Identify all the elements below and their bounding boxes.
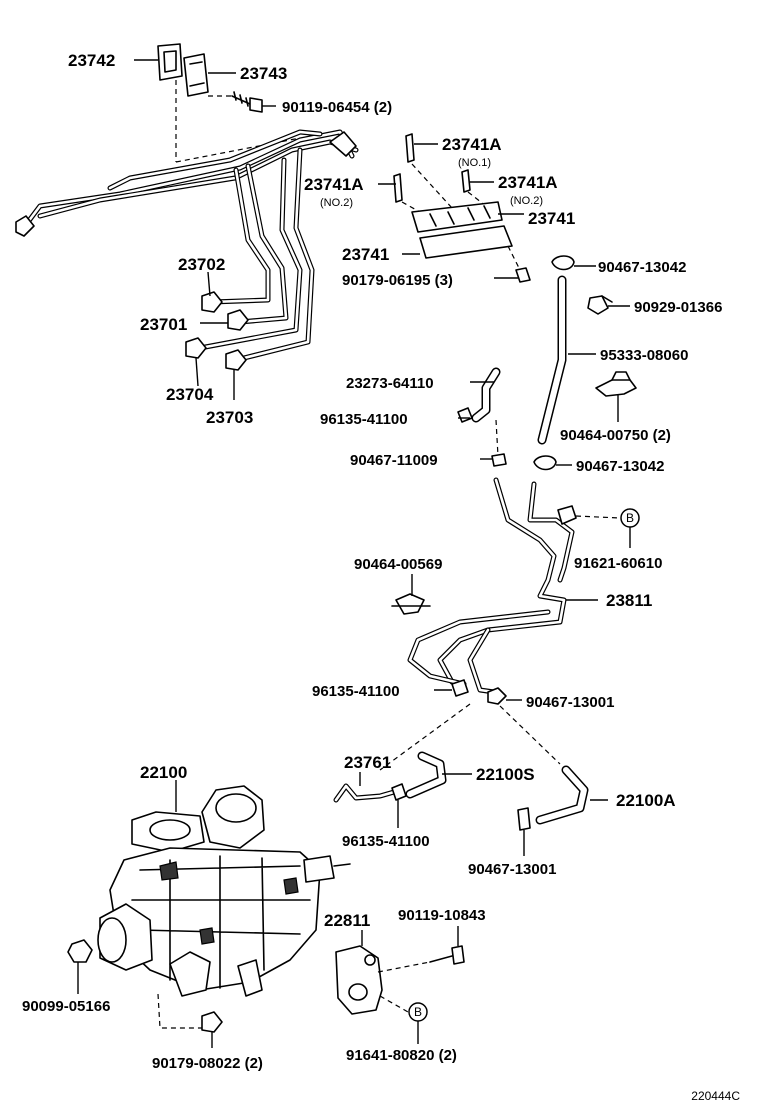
label-95333-08060: 95333-08060 bbox=[600, 347, 688, 364]
label-23741-right: 23741 bbox=[528, 209, 575, 228]
label-90467-13042-top: 90467-13042 bbox=[598, 259, 686, 276]
plug-90099-05166 bbox=[67, 939, 93, 963]
bracket-22811 bbox=[335, 945, 383, 1015]
label-90099-05166: 90099-05166 bbox=[22, 998, 110, 1015]
clip-90467-13001-a bbox=[487, 687, 507, 705]
label-23741A-left: 23741A bbox=[304, 175, 364, 194]
label-90467-13001-b: 90467-13001 bbox=[468, 861, 556, 878]
label-90119-10843: 90119-10843 bbox=[398, 907, 486, 924]
callout-b-upper: B bbox=[620, 508, 640, 528]
studs-23741A bbox=[393, 133, 471, 203]
pipe-23761 bbox=[333, 783, 397, 803]
union-nut-23703 bbox=[225, 349, 247, 371]
label-23742: 23742 bbox=[68, 51, 115, 70]
label-23741A-right: 23741A bbox=[498, 173, 558, 192]
union-nut-23702 bbox=[201, 291, 223, 313]
label-90119-06454: 90119-06454 (2) bbox=[282, 99, 392, 116]
label-96135-41100-b: 96135-41100 bbox=[312, 683, 400, 700]
label-23743: 23743 bbox=[240, 64, 287, 83]
union-nut-23704 bbox=[185, 337, 207, 359]
hose-23273-64110 bbox=[471, 367, 501, 423]
clip-90467-13042-top bbox=[551, 255, 575, 271]
diagram-code: 220444C bbox=[691, 1089, 740, 1103]
label-23701: 23701 bbox=[140, 315, 187, 334]
label-no2-right: (NO.2) bbox=[510, 195, 543, 207]
label-22100S: 22100S bbox=[476, 765, 535, 784]
label-23704: 23704 bbox=[166, 385, 214, 404]
label-23703: 23703 bbox=[206, 408, 253, 427]
callout-b-upper-text: B bbox=[626, 511, 634, 525]
label-23702: 23702 bbox=[178, 255, 225, 274]
hose-22100A bbox=[535, 765, 589, 825]
label-90467-11009: 90467-11009 bbox=[350, 452, 438, 469]
label-96135-41100-c: 96135-41100 bbox=[342, 833, 430, 850]
clip-96135-41100-a bbox=[457, 407, 473, 423]
label-22100A: 22100A bbox=[616, 791, 676, 810]
clip-96135-41100-c bbox=[391, 783, 407, 801]
injection-pump-22100 bbox=[97, 785, 351, 997]
clip-96135-41100-b bbox=[451, 679, 469, 697]
clamp-90464-00569 bbox=[391, 593, 431, 615]
label-23741A-top: 23741A bbox=[442, 135, 502, 154]
callout-b-lower: B bbox=[408, 1002, 428, 1022]
clamp-90929-01366 bbox=[587, 295, 613, 315]
bolt-90119-10843 bbox=[429, 945, 465, 965]
leakage-pipe-23741-lower bbox=[419, 225, 513, 259]
label-22811: 22811 bbox=[324, 911, 370, 930]
label-91641-80820: 91641-80820 (2) bbox=[346, 1047, 457, 1064]
label-90179-06195: 90179-06195 (3) bbox=[342, 272, 453, 289]
label-no1: (NO.1) bbox=[458, 157, 491, 169]
label-23761: 23761 bbox=[344, 753, 391, 772]
hose-95333-08060 bbox=[537, 275, 567, 445]
label-23273-64110: 23273-64110 bbox=[346, 375, 434, 392]
clip-90467-11009 bbox=[491, 453, 507, 467]
fuel-pipe-23811 bbox=[407, 477, 577, 695]
label-91621-60610: 91621-60610 bbox=[574, 555, 662, 572]
label-no2-left: (NO.2) bbox=[320, 197, 353, 209]
label-90464-00569: 90464-00569 bbox=[354, 556, 442, 573]
label-90467-13042-bottom: 90467-13042 bbox=[576, 458, 664, 475]
callout-b-lower-text: B bbox=[414, 1005, 422, 1019]
union-nut-23701 bbox=[227, 309, 249, 331]
bolt-90119-06454 bbox=[231, 91, 263, 113]
clip-90467-13001-b bbox=[517, 807, 531, 831]
clamp-90464-00750 bbox=[595, 371, 637, 397]
label-90929-01366: 90929-01366 bbox=[634, 299, 722, 316]
bolt-90179-06195 bbox=[515, 267, 531, 283]
injection-pipe-bundle bbox=[15, 129, 359, 363]
label-96135-41100-a: 96135-41100 bbox=[320, 411, 408, 428]
label-90464-00750: 90464-00750 (2) bbox=[560, 427, 671, 444]
nut-90179-08022 bbox=[201, 1011, 223, 1033]
injection-pipe-clamp-23743 bbox=[183, 53, 209, 97]
label-90467-13001-a: 90467-13001 bbox=[526, 694, 614, 711]
hose-22100S bbox=[405, 751, 447, 799]
clip-90467-13042-bottom bbox=[533, 455, 557, 471]
label-22100: 22100 bbox=[140, 763, 187, 782]
label-23811: 23811 bbox=[606, 591, 652, 610]
label-90179-08022: 90179-08022 (2) bbox=[152, 1055, 263, 1072]
label-23741-left: 23741 bbox=[342, 245, 389, 264]
leakage-pipe-23741-upper bbox=[411, 201, 503, 233]
injection-pipe-clamp-23742 bbox=[157, 43, 183, 81]
